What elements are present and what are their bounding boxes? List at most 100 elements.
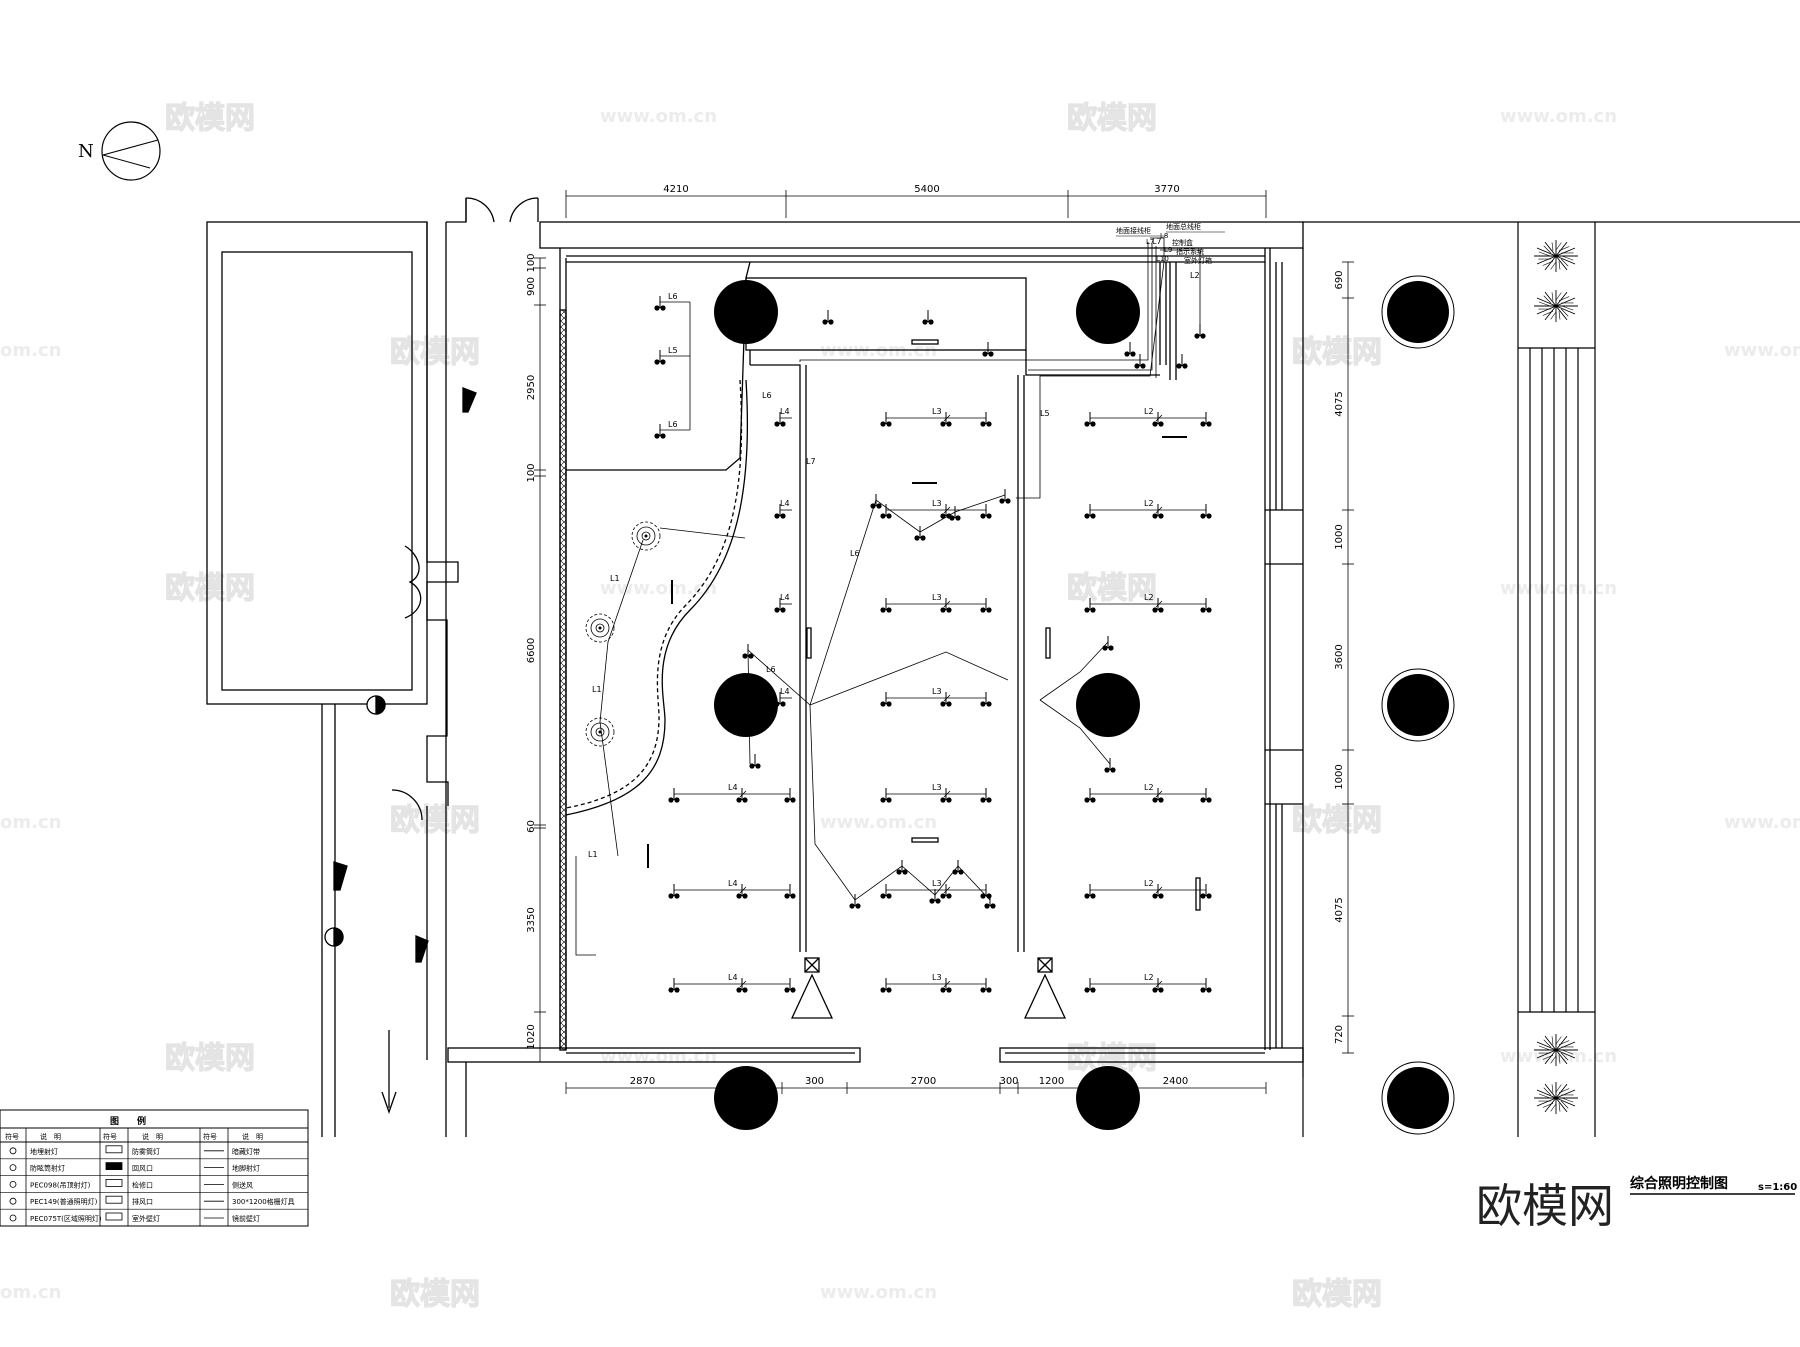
panel-label: L10 [1156, 255, 1169, 263]
legend-desc: 暗藏灯带 [232, 1147, 260, 1156]
circuit-label: L4 [780, 499, 790, 508]
downlight-icon [952, 860, 964, 875]
downlight-icon [784, 978, 796, 993]
circuit-label: L5 [1040, 409, 1050, 418]
legend-symbol [9, 1197, 17, 1205]
circuit-label: L5 [668, 346, 678, 355]
downlight-icon [880, 598, 892, 613]
downlight-icon [1104, 758, 1116, 773]
watermark-url: www.om.cn [820, 1282, 937, 1303]
column [1387, 281, 1449, 343]
legend-desc: 地埋射灯 [30, 1147, 58, 1156]
downlight-icon [980, 598, 992, 613]
legend-symbol [105, 1212, 123, 1221]
dimension-label: 4210 [663, 184, 688, 195]
watermark-url: www.om.cn [600, 106, 717, 127]
legend-header: 符号 [203, 1132, 217, 1141]
downlight-icon [980, 692, 992, 707]
dimension-label: 100 [526, 253, 537, 272]
downlight-icon [1134, 354, 1146, 369]
legend-desc: 地脚射灯 [232, 1164, 260, 1173]
legend-desc: PEC149(普通照明灯) [30, 1197, 98, 1206]
downlight-icon [880, 978, 892, 993]
watermark-url: www.om.cn [1724, 340, 1800, 361]
circuit-label: L3 [932, 783, 942, 792]
legend-header: 说 明 [142, 1132, 163, 1141]
circuit-label: L3 [932, 879, 942, 888]
dimension-label: 2870 [630, 1076, 655, 1087]
downlight-icon [880, 788, 892, 803]
legend-table: 图 例符号说 明符号说 明符号说 明地埋射灯防雾筒灯暗藏灯带防眩筒射灯回风口地脚… [0, 1109, 309, 1227]
watermark-url: om.cn [0, 812, 61, 833]
downlight-icon [1084, 978, 1096, 993]
circuit-label: L2 [1144, 499, 1154, 508]
legend-desc: 防雾筒灯 [132, 1147, 160, 1156]
panel-label: 地面接线柜 [1116, 226, 1151, 235]
downlight-icon [668, 884, 680, 899]
downlight-icon [1200, 884, 1212, 899]
watermark-url: www.om.cn [1724, 812, 1800, 833]
circuit-label: L7 [1152, 237, 1162, 246]
circuit-label: L4 [728, 783, 738, 792]
circuit-label: L6 [668, 420, 678, 429]
legend-header: 说 明 [40, 1132, 61, 1141]
downlight-icon [774, 504, 786, 519]
watermark-logo: 欧模网 [165, 101, 255, 136]
legend-desc: 侧送风 [232, 1180, 253, 1189]
dimension-label: 2400 [1163, 1076, 1188, 1087]
watermark-logo: 欧模网 [390, 1277, 480, 1312]
dimension-label: 300 [805, 1076, 824, 1087]
dimension-label: 1200 [1039, 1076, 1064, 1087]
circuit-label: L2 [1144, 407, 1154, 416]
dimension-label: 2950 [526, 375, 537, 400]
legend-desc: 回风口 [132, 1165, 153, 1173]
downlight-icon [1200, 598, 1212, 613]
downlight-icon [1084, 884, 1096, 899]
left-building-walls [206, 197, 539, 1137]
downlight-icon [896, 860, 908, 875]
legend-symbol [105, 1162, 123, 1170]
downlight-icon [940, 598, 952, 613]
downlight-icon [774, 412, 786, 427]
downlight-icon [1200, 978, 1212, 993]
downlight-icon [784, 884, 796, 899]
dimension-label: 3350 [526, 907, 537, 932]
downlight-icon [654, 424, 666, 439]
dimension-label: 3600 [1334, 644, 1345, 669]
dimension-label: 690 [1334, 270, 1345, 289]
dimension-label: 1000 [1334, 524, 1345, 549]
watermark-url: om.cn [0, 340, 61, 361]
light-fixtures: L3L3L3L3L3L3L3L2L2L2L2L2L2L4L4L4L4L4L4L4… [585, 237, 1212, 993]
circuit-label: L6 [762, 391, 772, 400]
dimension-label: 100 [526, 463, 537, 482]
downlight-icon [940, 412, 952, 427]
legend-desc: 镜前壁灯 [232, 1214, 260, 1223]
watermark-url: www.om.cn [820, 812, 937, 833]
downlight-icon [922, 310, 934, 325]
dimension-label: 6600 [526, 638, 537, 663]
downlight-icon [749, 754, 761, 769]
downlight-icon [822, 310, 834, 325]
circuit-label: L2 [1144, 879, 1154, 888]
dimension-label: 60 [526, 820, 537, 833]
circuit-wires [575, 237, 1201, 956]
spotlight-icon [585, 613, 615, 643]
downlight-icon [980, 978, 992, 993]
watermark-url: www.om.cn [600, 1046, 717, 1067]
downlight-icon [1152, 884, 1164, 899]
dimension-label: 1020 [526, 1024, 537, 1049]
downlight-icon [1124, 342, 1136, 357]
column [714, 280, 778, 344]
column [1076, 280, 1140, 344]
legend-title: 图 例 [110, 1115, 146, 1127]
watermark-logo: 欧模网 [1067, 101, 1157, 136]
downlight-icon [668, 978, 680, 993]
downlight-icon [1152, 978, 1164, 993]
downlight-icon [849, 894, 861, 909]
legend-desc: 排风口 [132, 1197, 153, 1206]
watermark-logo: 欧模网 [1292, 335, 1382, 370]
legend-symbol [105, 1145, 123, 1154]
downlight-icon [668, 788, 680, 803]
drawing-title: 综合照明控制图 [1630, 1175, 1728, 1192]
dimension-label: 1000 [1334, 764, 1345, 789]
